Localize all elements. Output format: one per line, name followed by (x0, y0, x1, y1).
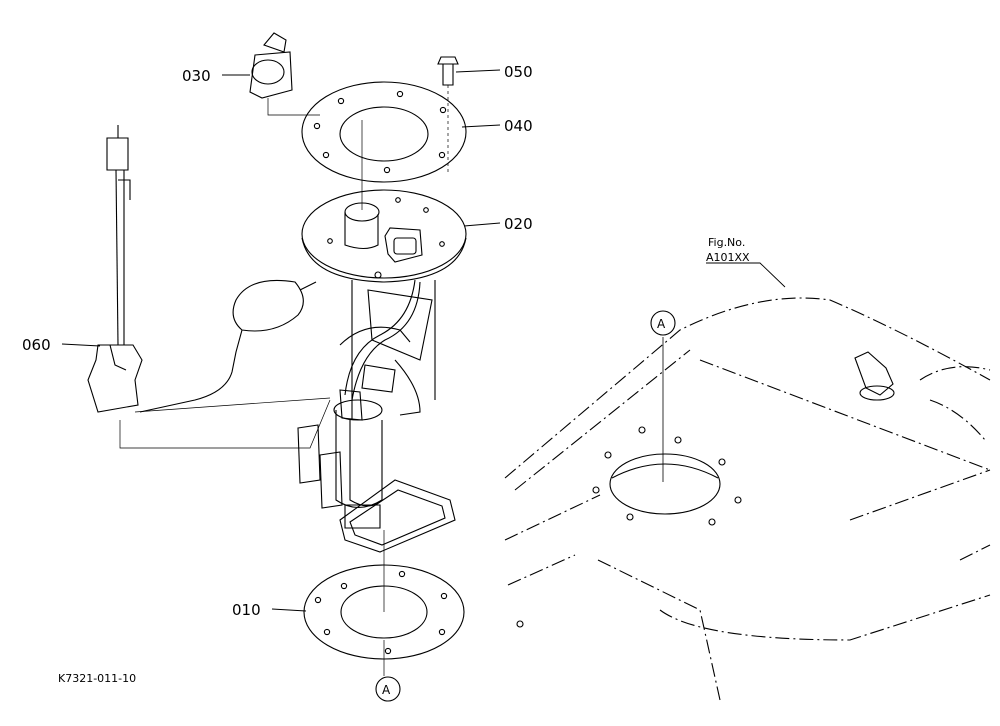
label-040: 040 (504, 117, 533, 135)
label-010: 010 (232, 601, 261, 619)
gasket-040 (301, 81, 467, 183)
centerlines (119, 98, 385, 676)
fuel-tank-outline (504, 297, 991, 701)
fig-number: A101XX (706, 251, 750, 264)
label-030: 030 (182, 67, 211, 85)
fig-label: Fig.No. (708, 236, 745, 249)
grommet-030 (249, 32, 293, 99)
bolt-050 (437, 56, 459, 175)
label-050: 050 (504, 63, 533, 81)
fuel-level-sender-060 (87, 125, 317, 413)
ref-marker-bottom: A (382, 683, 391, 697)
label-060: 060 (22, 336, 51, 354)
leader-lines (61, 69, 501, 612)
label-020: 020 (504, 215, 533, 233)
pump-flange-020 (301, 189, 467, 283)
tank-opening (516, 337, 742, 628)
tank-nipple (854, 351, 895, 401)
drawing-code: K7321-011-10 (58, 672, 136, 685)
ref-circle-bottom (375, 676, 401, 702)
ref-marker-top: A (657, 317, 666, 331)
ref-circle-top (650, 310, 676, 336)
pump-assembly (297, 279, 456, 553)
